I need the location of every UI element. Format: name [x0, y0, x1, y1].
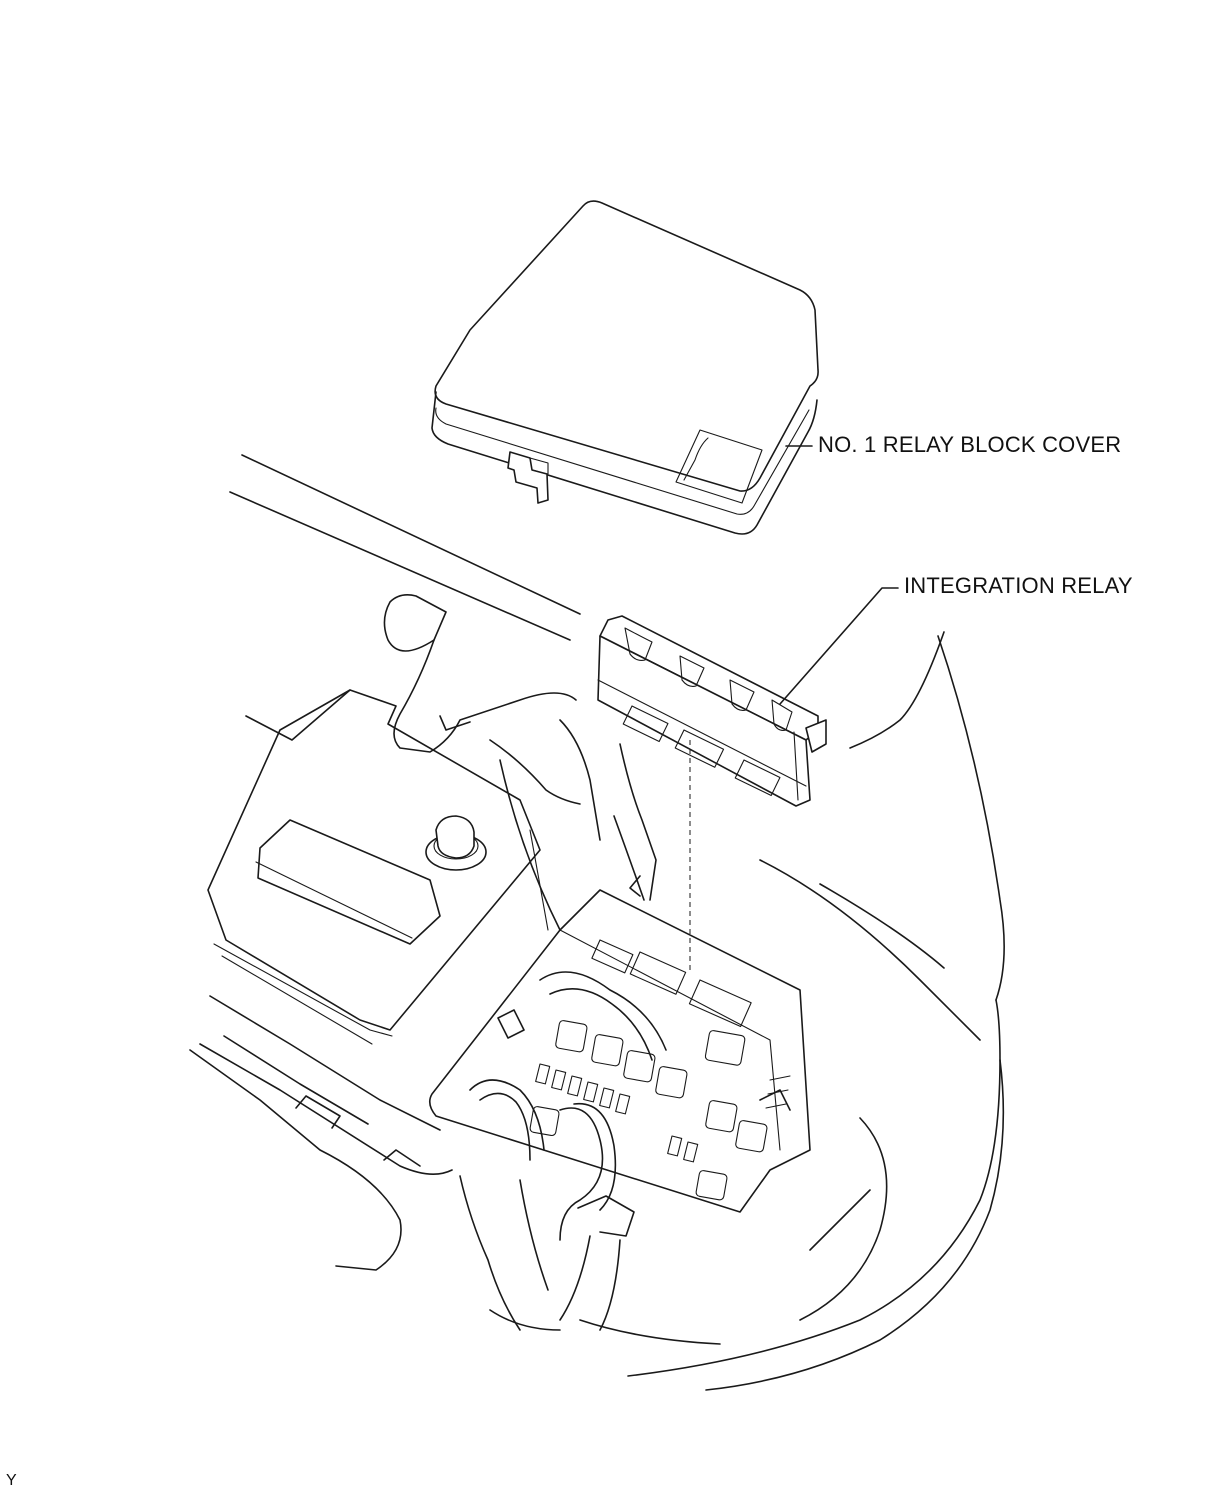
relay-block	[428, 889, 811, 1241]
integration-relay-label: INTEGRATION RELAY	[904, 573, 1133, 598]
relay-block-cover	[431, 200, 819, 535]
body-lines	[229, 454, 1005, 1391]
battery	[207, 689, 549, 1045]
lower-body-lines	[189, 995, 635, 1331]
reservoir-and-hoses	[383, 594, 657, 931]
relay-block-cover-label: NO. 1 RELAY BLOCK COVER	[818, 432, 1122, 457]
relay-leader-line	[779, 587, 899, 705]
integration-relay	[597, 615, 827, 807]
figure-code: Y	[6, 1472, 17, 1489]
